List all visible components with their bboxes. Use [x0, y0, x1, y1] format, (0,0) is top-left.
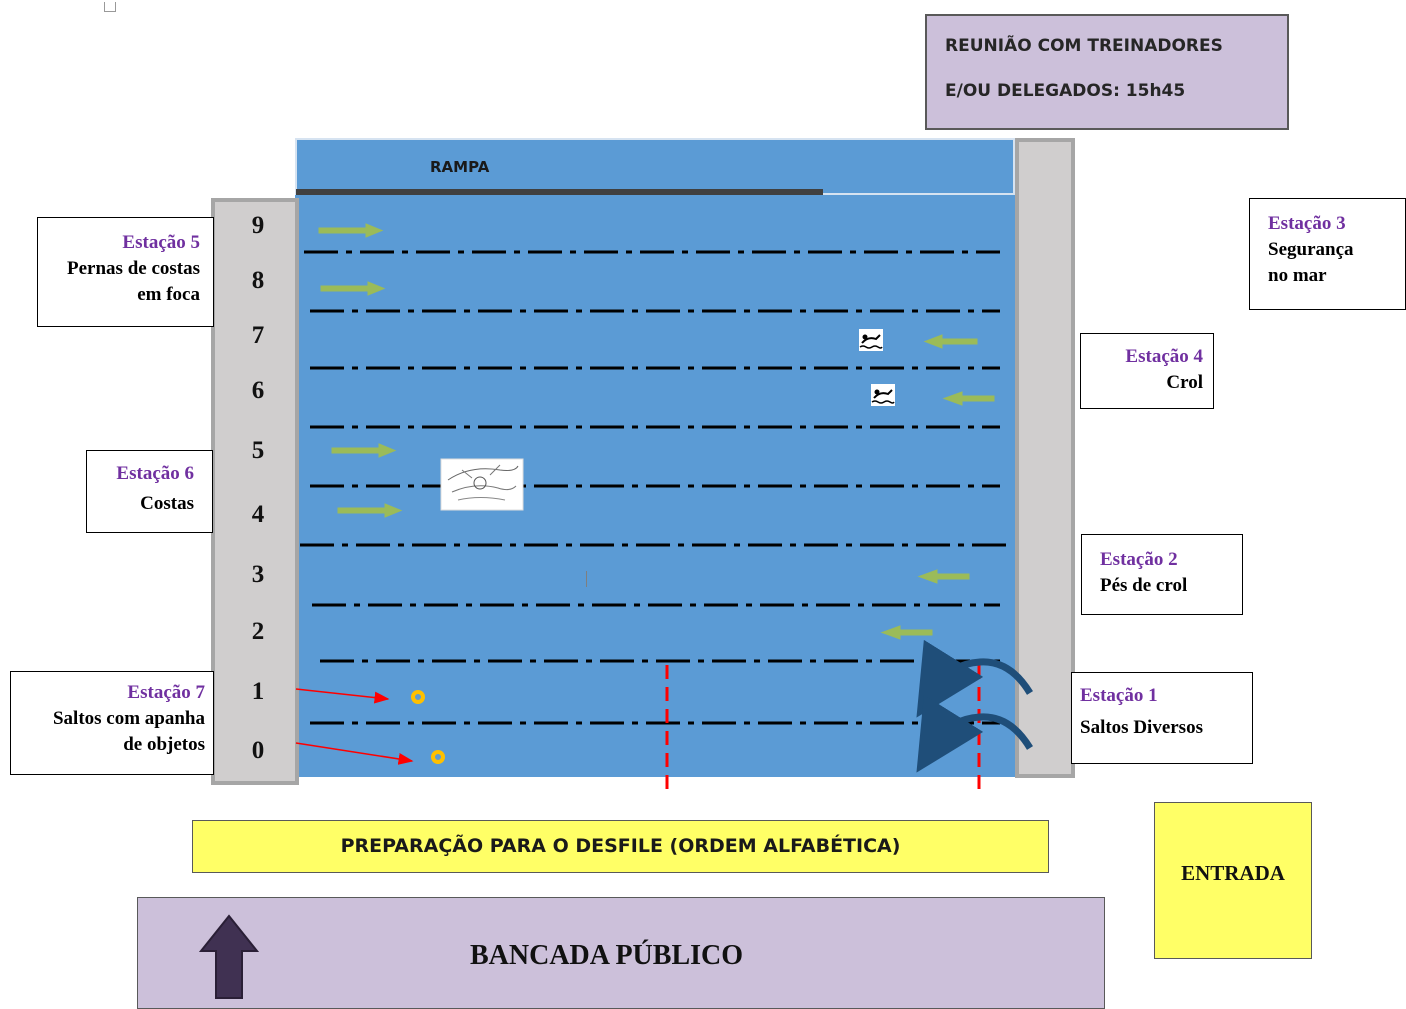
lane-number: 5: [251, 437, 265, 464]
station-text: Pernas de costas: [67, 258, 200, 279]
station-1-box: Estação 1 Saltos Diversos: [1071, 672, 1253, 764]
station-3-box: Estação 3 Segurança no mar: [1249, 198, 1406, 310]
jump-arc-icon: [916, 694, 1033, 773]
station-text: Segurança: [1268, 239, 1354, 260]
arrow-right-icon: [320, 281, 386, 296]
station-2-box: Estação 2 Pés de crol: [1081, 534, 1243, 615]
station-5-box: Estação 5 Pernas de costas em foca: [37, 217, 214, 327]
lane-number: 6: [251, 377, 265, 404]
parade-prep-box: PREPARAÇÃO PARA O DESFILE (ORDEM ALFABÉT…: [192, 820, 1049, 873]
red-arrow-icon: [295, 742, 414, 765]
meeting-line-2: E/OU DELEGADOS: 15h45: [945, 81, 1186, 101]
arrow-left-icon: [942, 391, 995, 406]
station-title: Estação 3: [1268, 213, 1346, 234]
arrow-left-icon: [880, 625, 933, 640]
station-text: em foca: [137, 284, 200, 305]
audience-stand-box: [137, 897, 1105, 1009]
entrance-box: ENTRADA: [1154, 802, 1312, 959]
station-text: Pés de crol: [1100, 575, 1188, 596]
text-cursor-mark: [586, 571, 587, 587]
meeting-box: REUNIÃO COM TREINADORES E/OU DELEGADOS: …: [925, 14, 1289, 130]
swimmer-icon: [871, 384, 895, 406]
red-arrow-icon: [295, 688, 390, 704]
audience-stand-label: BANCADA PÚBLICO: [470, 940, 744, 971]
ring-icon: [411, 690, 425, 704]
lane-number: 9: [251, 212, 265, 239]
pool-wall-left: [211, 198, 299, 785]
page-corner-mark: [104, 2, 116, 12]
lane-number: 3: [251, 561, 265, 588]
arrow-left-icon: [917, 569, 970, 584]
ring-icon: [431, 750, 445, 764]
swimmer-icon: [859, 329, 883, 351]
station-text: no mar: [1268, 265, 1327, 286]
swimmer-drawing-icon: [440, 458, 524, 511]
station-title: Estação 2: [1100, 549, 1178, 570]
station-title: Estação 7: [127, 682, 205, 703]
up-arrow-icon: [198, 914, 260, 999]
arrow-left-icon: [923, 334, 978, 349]
pool-wall-right: [1015, 138, 1075, 778]
lane-number: 0: [251, 737, 265, 764]
station-text: Costas: [140, 493, 194, 514]
station-text: Crol: [1166, 372, 1203, 393]
arrow-right-icon: [318, 223, 384, 238]
jump-arc-icon: [916, 639, 1033, 718]
lane-number: 2: [251, 618, 265, 645]
ramp-bar: [296, 189, 823, 196]
station-6-box: Estação 6 Costas: [86, 450, 213, 533]
lane-number: 7: [251, 322, 265, 349]
meeting-line-1: REUNIÃO COM TREINADORES: [945, 36, 1223, 56]
station-text: Saltos Diversos: [1080, 717, 1203, 738]
station-title: Estação 6: [116, 463, 194, 484]
ramp-label: RAMPA: [430, 158, 490, 176]
station-4-box: Estação 4 Crol: [1080, 333, 1214, 409]
lane-number: 1: [251, 678, 265, 705]
lane-number: 4: [251, 501, 265, 528]
lane-number: 8: [251, 267, 265, 294]
station-7-box: Estação 7 Saltos com apanha de objetos: [10, 671, 214, 775]
station-text: de objetos: [123, 734, 205, 755]
station-title: Estação 4: [1125, 346, 1203, 367]
arrow-right-icon: [331, 443, 397, 458]
station-title: Estação 5: [122, 232, 200, 253]
arrow-right-icon: [337, 503, 403, 518]
station-title: Estação 1: [1080, 685, 1158, 706]
station-text: Saltos com apanha: [52, 708, 205, 729]
